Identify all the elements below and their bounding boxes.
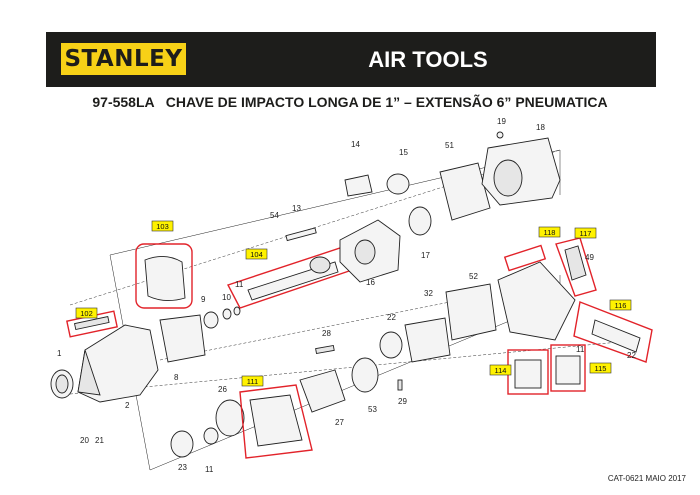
part-102-pin [74,316,110,331]
callout-103: 103 [151,220,174,232]
svg-text:102: 102 [80,309,93,318]
svg-text:18: 18 [536,123,545,132]
callout-114: 114 [489,364,512,376]
svg-text:104: 104 [250,250,263,259]
callout-111: 111 [241,375,264,387]
logo-plate: STANLEY [59,41,188,77]
callout-117: 117 [574,227,597,239]
part-16-hammer-bore [354,239,376,265]
part-2-front-face [77,349,101,396]
highlight-115 [550,344,586,392]
part-111-cylinder [249,394,303,447]
part-115-bushing [555,355,581,385]
highlight-116 [573,301,653,363]
part-17-ring [408,206,432,236]
catalog-footer: CAT-0621 MAIO 2017 [607,474,686,483]
svg-text:27: 27 [335,418,344,427]
header-title: AIR TOOLS [368,46,488,72]
part-19-screw [496,131,504,139]
highlight-118 [503,244,547,272]
svg-text:118: 118 [544,228,556,237]
svg-text:115: 115 [595,364,607,373]
highlight-103 [135,243,193,309]
svg-text:23: 23 [178,463,187,472]
svg-text:19: 19 [497,117,506,126]
axis-line-lower [59,339,641,396]
part-14-latch [344,174,373,197]
axis-line-mid [159,299,461,361]
svg-text:9: 9 [201,295,206,304]
part-116-valve [591,319,641,353]
svg-text:116: 116 [615,301,627,310]
part-2-front-housing [77,324,159,403]
svg-text:49: 49 [585,253,594,262]
svg-text:117: 117 [580,229,592,238]
part-51-cylinder [445,283,497,341]
part-29-endplate [404,317,451,363]
part-26-rotor [299,369,346,413]
part-11-oring [233,306,241,316]
highlight-111 [239,384,313,459]
part-49-gasket [439,162,491,221]
svg-text:8: 8 [174,373,179,382]
part-9-bushing [203,311,219,329]
document-title: 97-558LA CHAVE DE IMPACTO LONGA DE 1” – … [92,94,608,110]
svg-text:51: 51 [445,141,454,150]
part-labels: 1 2 8 9 10 11 13 14 15 16 17 18 19 20 21… [57,117,636,474]
callout-104: 104 [245,248,268,260]
svg-text:11: 11 [576,345,585,354]
part-15-spring [386,173,410,195]
callout-115: 115 [589,362,612,374]
part-103-cage [144,256,186,301]
part-13-pin [285,227,317,242]
callout-118: 118 [538,226,561,238]
svg-text:29: 29 [398,397,407,406]
part-32-trigger [564,245,587,281]
svg-text:11: 11 [235,280,244,289]
svg-text:1: 1 [57,349,62,358]
svg-text:22: 22 [627,351,636,360]
part-8-gasket [159,314,206,363]
svg-text:17: 17 [421,251,430,260]
part-22-ring-lower [170,430,194,458]
part-104-shaft-end [309,256,331,274]
svg-text:2: 2 [125,401,130,410]
svg-text:26: 26 [218,385,227,394]
part-10-washer [222,308,232,320]
svg-text:52: 52 [469,272,478,281]
part-54-clip [203,427,219,445]
part-23-endplate [215,399,245,437]
callout-116: 116 [609,299,632,311]
svg-text:103: 103 [156,222,169,231]
svg-text:54: 54 [270,211,279,220]
part-18-housing-bore [493,159,523,197]
part-1-ring-inner [55,374,69,394]
callout-102: 102 [75,307,98,319]
svg-text:11: 11 [205,465,214,474]
svg-text:16: 16 [366,278,375,287]
part-51-rear-handle [497,261,576,341]
svg-text:20: 20 [80,436,89,445]
part-22-ring-upper [379,331,403,359]
svg-text:111: 111 [247,377,258,386]
brand-name: STANLEY [64,45,183,72]
svg-text:114: 114 [495,366,507,375]
part-27-vanes [315,344,335,355]
part-28-pin [397,379,403,391]
svg-text:28: 28 [322,329,331,338]
svg-text:21: 21 [95,436,104,445]
svg-text:22: 22 [387,313,396,322]
stanley-logo: STANLEY [55,37,192,81]
part-114-valve-body [514,359,542,389]
part-52-bearing-plate [351,357,379,393]
svg-text:15: 15 [399,148,408,157]
highlight-117 [555,237,597,297]
svg-text:53: 53 [368,405,377,414]
svg-text:10: 10 [222,293,231,302]
svg-text:13: 13 [292,204,301,213]
svg-text:14: 14 [351,140,360,149]
svg-text:32: 32 [424,289,433,298]
